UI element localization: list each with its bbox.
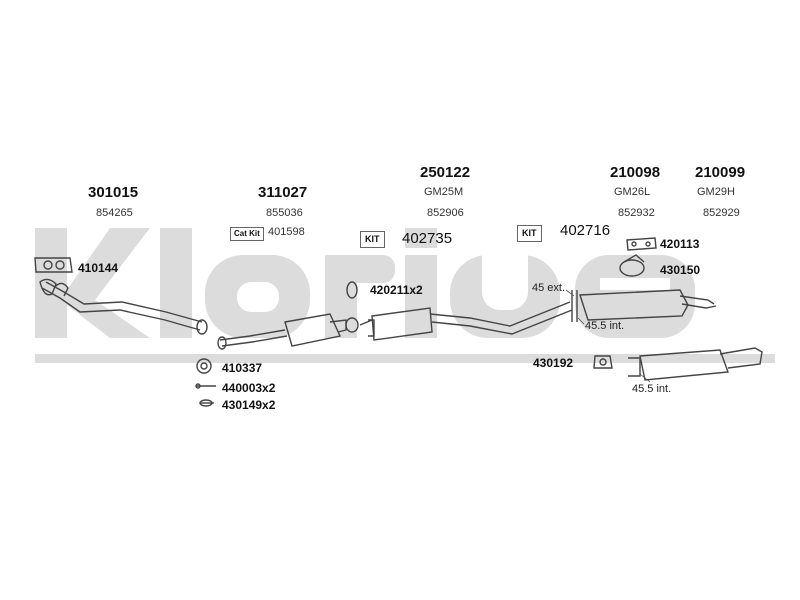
hanger-420113-drawing[interactable]	[626, 237, 657, 251]
note-45-5-int-upper: 45.5 int.	[585, 320, 625, 332]
rear-silencer-210099[interactable]	[628, 347, 763, 381]
sub-number-852906: 852906	[427, 207, 464, 219]
model-gm26l: GM26L	[614, 186, 651, 198]
part-label-440003[interactable]: 440003x2	[222, 381, 276, 395]
part-label-420211[interactable]: 420211x2	[370, 283, 423, 297]
sub-number-854265: 854265	[96, 207, 133, 219]
part-number-210099[interactable]: 210099	[695, 164, 746, 181]
part-label-410337[interactable]: 410337	[222, 361, 263, 375]
clamp-420211-drawing[interactable]	[345, 281, 373, 333]
gasket-410144-drawing[interactable]	[34, 257, 73, 273]
rear-silencer-210098[interactable]	[571, 289, 717, 322]
ring-410337-drawing[interactable]	[196, 358, 212, 374]
note-45-5-int-lower: 45.5 int.	[632, 383, 672, 395]
model-gm25m: GM25M	[424, 186, 464, 198]
model-gm29h: GM29H	[697, 186, 735, 198]
clamp-430149-drawing[interactable]	[199, 399, 214, 407]
sub-number-855036: 855036	[266, 207, 303, 219]
front-pipe-301015[interactable]	[39, 278, 208, 335]
part-label-410144[interactable]: 410144	[78, 261, 119, 275]
cat-kit-number[interactable]: 401598	[268, 226, 305, 238]
part-label-430150[interactable]: 430150	[660, 263, 701, 277]
part-label-430149[interactable]: 430149x2	[222, 398, 276, 412]
part-number-210098[interactable]: 210098	[610, 164, 661, 181]
sub-number-852932: 852932	[618, 207, 655, 219]
hanger-ring-430150-drawing[interactable]	[619, 254, 645, 277]
part-label-420113[interactable]: 420113	[660, 237, 700, 251]
kit-badge-402735: KIT	[360, 231, 385, 248]
mount-430192-drawing[interactable]	[593, 355, 613, 369]
part-number-311027[interactable]: 311027	[258, 184, 308, 201]
center-silencer-250122[interactable]	[368, 301, 573, 341]
part-label-430192[interactable]: 430192	[533, 356, 574, 370]
part-number-250122[interactable]: 250122	[420, 164, 471, 181]
kit-badge-402716: KIT	[517, 225, 542, 242]
kit-number-402716[interactable]: 402716	[560, 222, 611, 239]
catalytic-converter-311027[interactable]	[217, 313, 347, 350]
kit-number-402735[interactable]: 402735	[402, 230, 453, 247]
sub-number-852929: 852929	[703, 207, 740, 219]
bolt-440003-drawing[interactable]	[195, 383, 216, 389]
note-45-ext: 45 ext.	[532, 282, 566, 294]
part-number-301015[interactable]: 301015	[88, 184, 139, 201]
cat-kit-badge: Cat Kit	[230, 227, 264, 241]
